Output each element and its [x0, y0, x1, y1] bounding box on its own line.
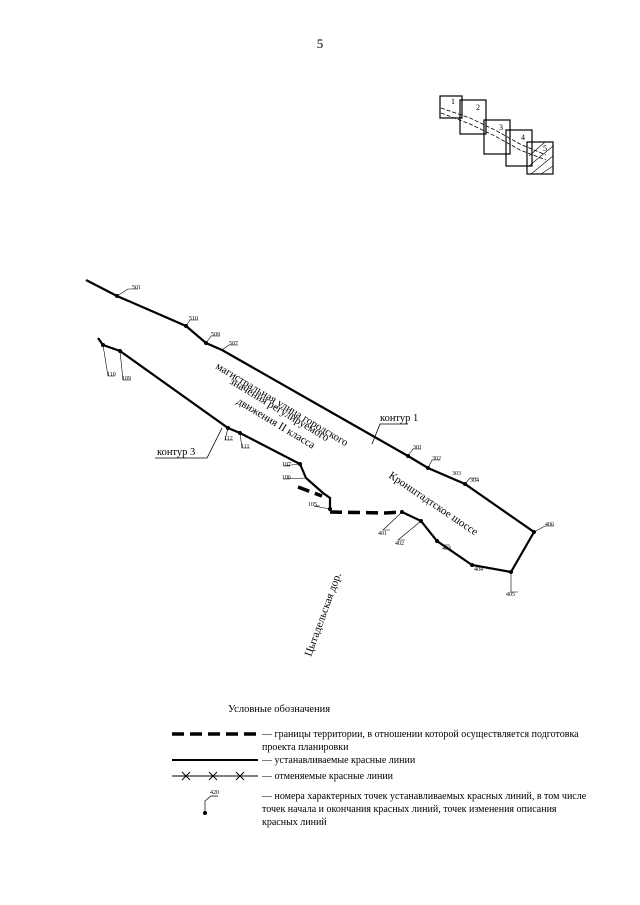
point-label: 405 — [506, 592, 515, 598]
key-map-sheet-5 — [526, 141, 554, 175]
legend-item-text: — отменяемые красные линии — [262, 771, 394, 782]
point-label: 303 — [452, 471, 461, 477]
point-label: 112 — [224, 436, 233, 442]
point-leaders — [102, 288, 554, 593]
point-label: 406 — [545, 522, 554, 528]
planning-boundary — [297, 485, 403, 515]
point-label: 107 — [282, 462, 291, 468]
point-label: 304 — [470, 478, 479, 484]
red-line-kontur-1 — [85, 279, 536, 573]
point-label: 111 — [241, 444, 250, 450]
key-map-label-1: 1 — [451, 97, 455, 106]
legend-marker-label: 420 — [210, 790, 219, 796]
kontur-1-label: контур 1 — [380, 413, 418, 424]
legend-item-text: — номера характерных точек устанавливаем… — [262, 791, 587, 828]
point-label: 106 — [282, 475, 291, 481]
point-label: 302 — [432, 456, 441, 462]
key-map-label-2: 2 — [476, 103, 480, 112]
point-label: 110 — [107, 372, 116, 378]
point-label: 404 — [474, 567, 483, 573]
kontur-1-leader — [371, 423, 408, 445]
kontur-3-label: контур 3 — [157, 447, 195, 458]
point-label: 109 — [122, 376, 131, 382]
key-map — [439, 95, 554, 175]
key-map-sheet-4 — [505, 129, 533, 167]
point-label: 402 — [395, 541, 404, 547]
key-map-label-5: 5 — [543, 144, 547, 153]
point-label: 403 — [442, 546, 451, 552]
point-label: 501 — [132, 285, 141, 291]
legend-item-text: — устанавливаемые красные линии — [262, 755, 416, 766]
point-label: 509 — [211, 332, 220, 338]
legend-symbol-cancelled-line — [172, 771, 258, 781]
key-map-label-4: 4 — [521, 133, 525, 142]
key-map-sheet-3 — [483, 119, 511, 155]
key-map-label-3: 3 — [499, 123, 503, 132]
point-label: 401 — [378, 531, 387, 537]
key-map-sheet-2 — [459, 99, 487, 135]
point-label: 301 — [413, 445, 422, 451]
legend-symbol-point: 420 — [203, 790, 219, 815]
kontur-3-leader — [155, 427, 223, 459]
point-label: 105 — [308, 502, 317, 508]
legend-title: Условные обозначения — [228, 704, 331, 715]
street-label-kronshtadt: Кронштадтское шоссе — [386, 470, 480, 539]
point-label: 510 — [189, 316, 198, 322]
page-number: 5 — [316, 36, 324, 51]
legend-item-text: — границы территории, в отношении которо… — [262, 729, 579, 753]
key-map-sheet-1 — [439, 95, 463, 119]
point-label: 507 — [229, 341, 238, 347]
street-label-tsitadel: Цытадельская дор. — [303, 571, 345, 658]
